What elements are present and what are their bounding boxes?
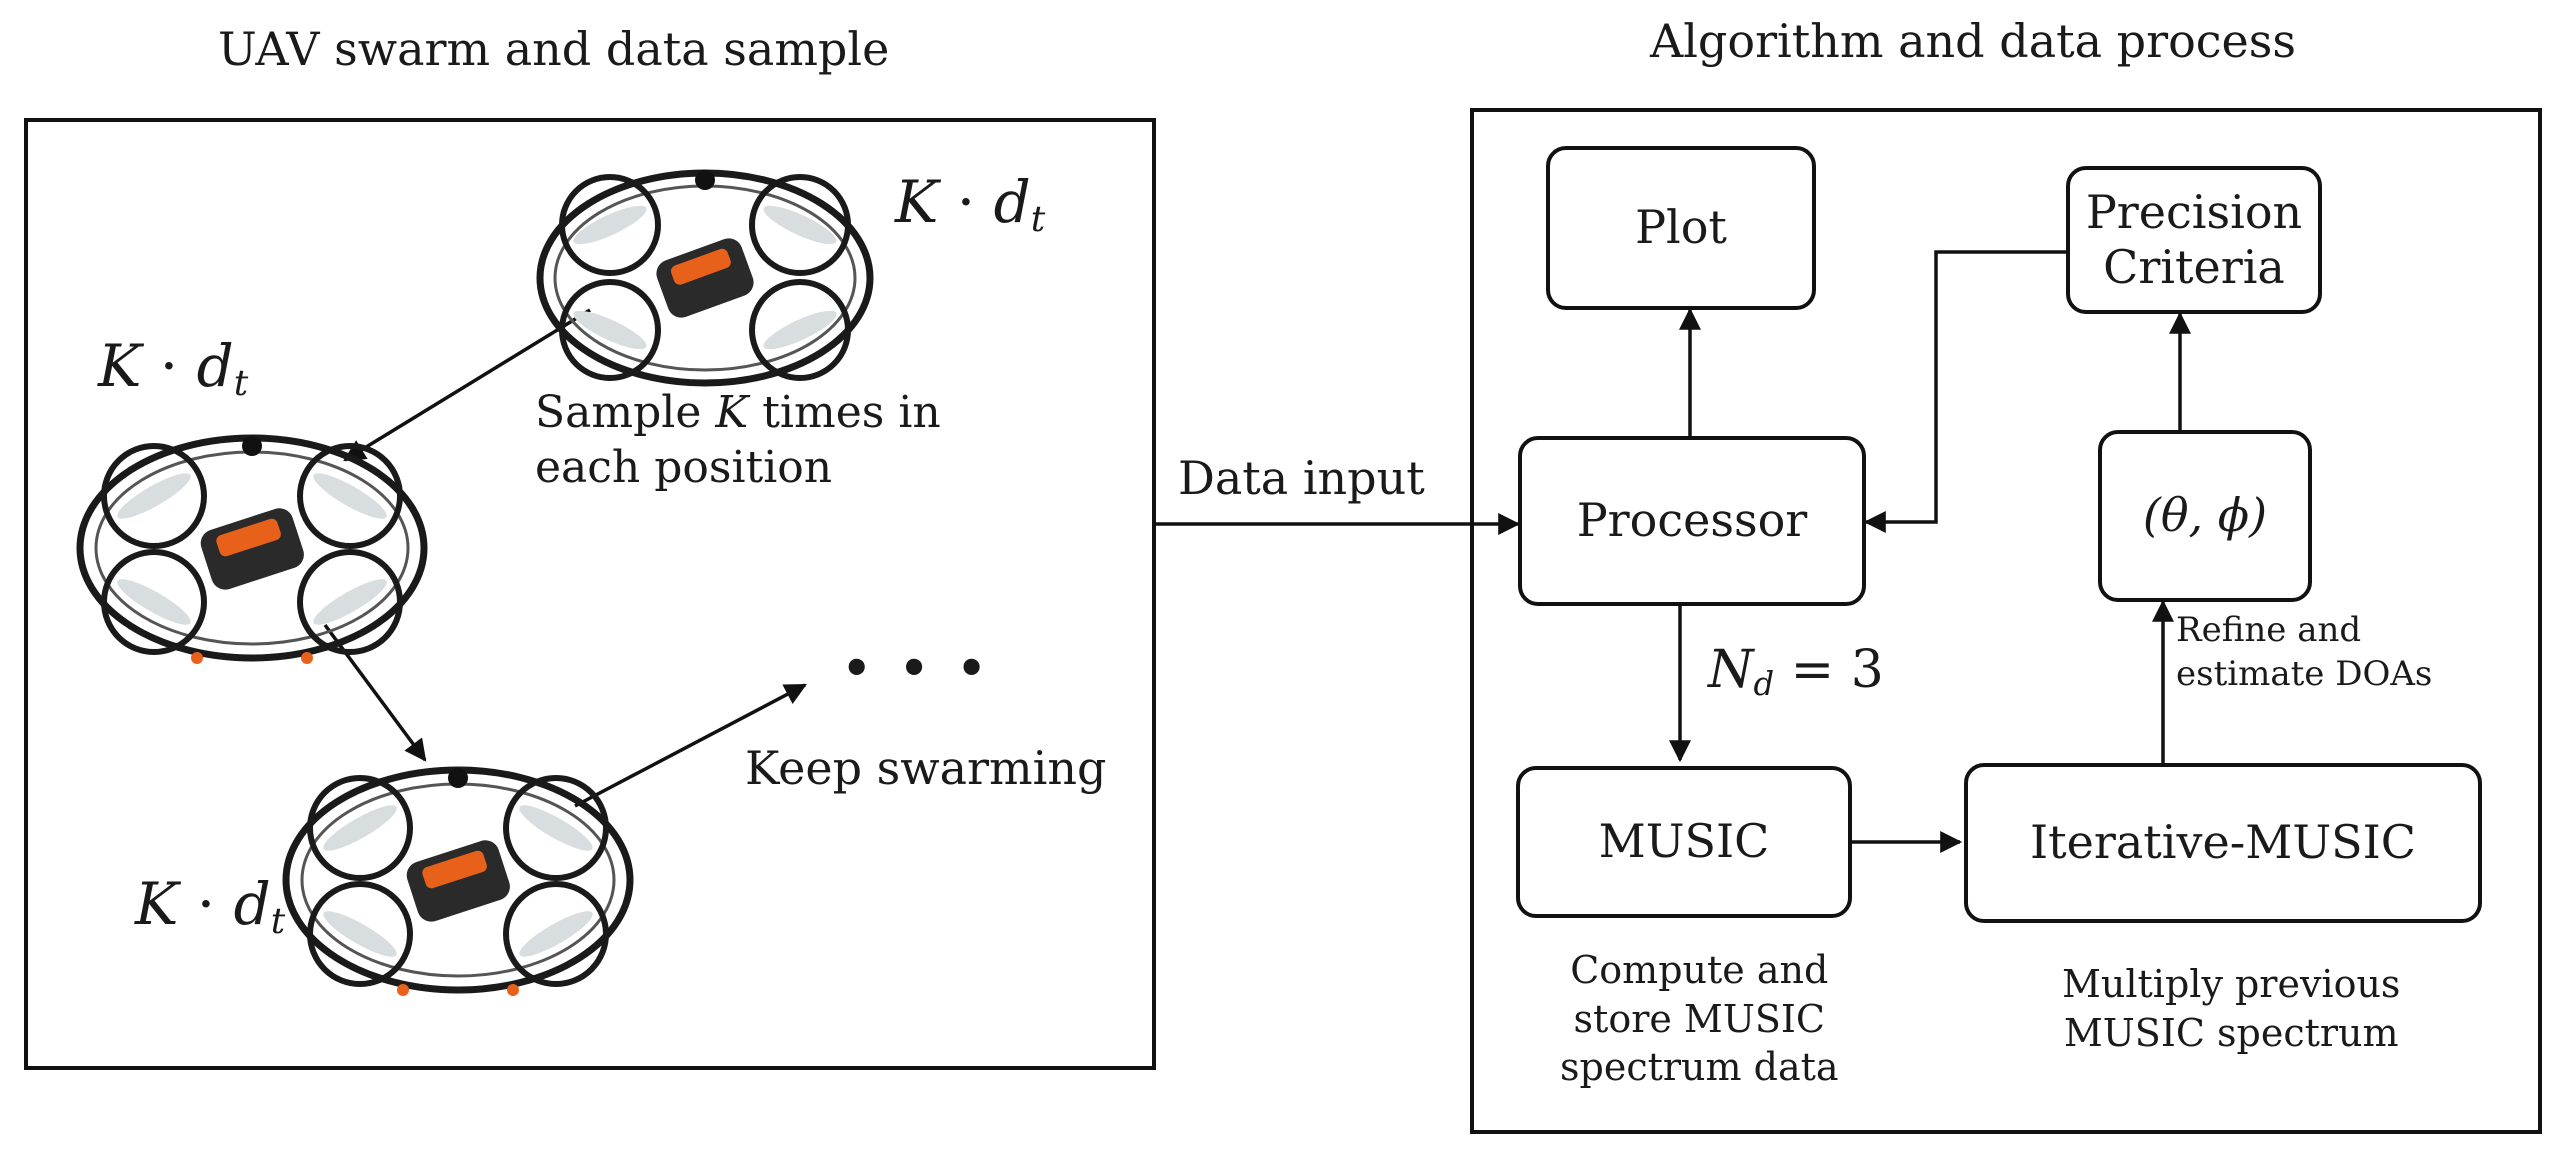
sample-note-line1: Sample K times in xyxy=(535,387,941,438)
sample-note-line2: each position xyxy=(535,442,833,493)
plot-node: Plot xyxy=(1546,146,1816,310)
processor-node: Processor xyxy=(1518,436,1866,606)
ellipsis: • • • xyxy=(842,641,993,695)
theta-phi-node: (θ, ϕ) xyxy=(2098,430,2312,602)
refine-note-line1: Refine and xyxy=(2176,610,2362,650)
right-panel-title: Algorithm and data process xyxy=(1650,14,2296,68)
drone-2-label: K · dt xyxy=(98,332,249,404)
precision-node-line2: Criteria xyxy=(2103,240,2285,294)
drone-1 xyxy=(536,169,874,387)
processor-node-label: Processor xyxy=(1576,493,1808,548)
algorithm-panel xyxy=(1470,108,2542,1134)
music-note-line1: Compute and xyxy=(1570,948,1829,992)
precision-criteria-node: Precision Criteria xyxy=(2066,166,2322,314)
sample-note: Sample K times in each position xyxy=(535,385,941,495)
precision-node-line1: Precision xyxy=(2085,184,2303,239)
iterative-music-node-label: Iterative-MUSIC xyxy=(2030,815,2416,870)
iterative-note-line1: Multiply previous xyxy=(2062,962,2401,1006)
plot-node-label: Plot xyxy=(1635,200,1727,255)
refine-note-line2: estimate DOAs xyxy=(2176,654,2433,695)
drone-3 xyxy=(282,766,634,996)
iterative-note: Multiply previous MUSIC spectrum xyxy=(2062,960,2400,1057)
nd-label: Nd = 3 xyxy=(1708,640,1884,704)
music-node: MUSIC xyxy=(1516,766,1852,918)
music-note: Compute and store MUSIC spectrum data xyxy=(1560,946,1839,1092)
iterative-note-line2: MUSIC spectrum xyxy=(2063,1010,2399,1055)
drone-3-label: K · dt xyxy=(135,870,286,942)
refine-note: Refine and estimate DOAs xyxy=(2176,608,2432,696)
drone-2 xyxy=(76,434,428,664)
music-note-line3: spectrum data xyxy=(1560,1045,1839,1090)
drone-1-label: K · dt xyxy=(895,168,1046,240)
music-node-label: MUSIC xyxy=(1598,814,1770,869)
data-input-label: Data input xyxy=(1178,451,1425,505)
theta-phi-node-label: (θ, ϕ) xyxy=(2142,488,2268,543)
iterative-music-node: Iterative-MUSIC xyxy=(1964,763,2482,923)
keep-swarming-label: Keep swarming xyxy=(745,741,1107,795)
left-panel-title: UAV swarm and data sample xyxy=(218,22,890,76)
uav-swarm-panel xyxy=(24,118,1156,1070)
music-note-line2: store MUSIC xyxy=(1573,996,1825,1041)
